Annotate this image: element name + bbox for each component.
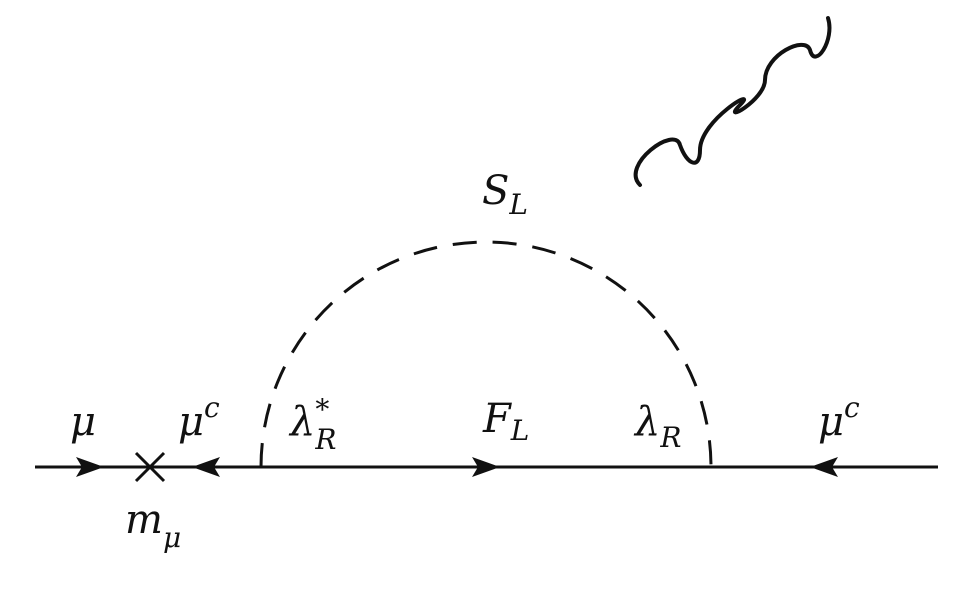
arrow-fermion-internal [472,457,500,477]
label-mu-c-left: μc [178,391,220,445]
label-mu-c-right: μc [818,391,860,445]
label-lambda-r: λR [633,399,681,454]
label-f-l: FL [482,396,529,447]
arrow-mu-c-left [192,457,220,477]
mass-insertion-cross [134,451,166,483]
label-mu: μ [70,399,96,445]
label-s-l: SL [482,168,528,221]
photon-wavy-line [633,16,832,187]
arrow-mu-c-right [810,457,838,477]
arrow-mu [76,457,104,477]
label-m-mu: mμ [125,497,181,554]
label-lambda-r-star: λ*R [288,393,336,456]
